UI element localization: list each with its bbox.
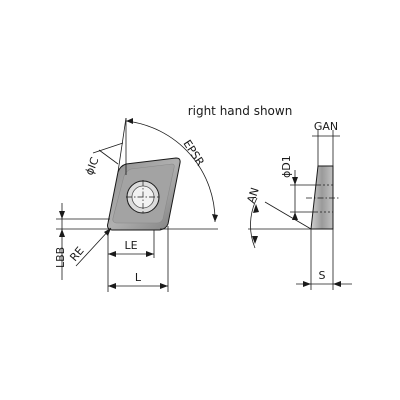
s-label: S <box>319 269 326 282</box>
insert-side-body <box>310 165 334 230</box>
le-label: LE <box>124 239 137 252</box>
ic-label: ϕIC <box>83 155 102 177</box>
gan-dimension: GAN <box>312 120 340 166</box>
re-dimension: RE <box>67 227 112 267</box>
ic-dimension: ϕIC <box>83 117 127 177</box>
insert-top-view <box>107 157 181 231</box>
an-label: AN <box>244 186 261 205</box>
gan-label: GAN <box>314 120 338 133</box>
insert-side-view <box>306 165 340 230</box>
l-dimension: L <box>108 226 169 292</box>
d1-label: ϕD1 <box>280 155 293 178</box>
lbb-label: LBB <box>54 247 67 268</box>
an-dimension: AN <box>244 186 312 249</box>
view-caption: right hand shown <box>188 104 293 118</box>
lbb-dimension: LBB <box>54 203 110 280</box>
d1-dimension: ϕD1 <box>280 155 319 220</box>
l-label: L <box>135 271 142 284</box>
s-dimension: S <box>296 229 352 290</box>
re-label: RE <box>67 244 86 264</box>
epsr-label: EPSR <box>180 138 206 169</box>
le-dimension: LE <box>107 230 155 292</box>
